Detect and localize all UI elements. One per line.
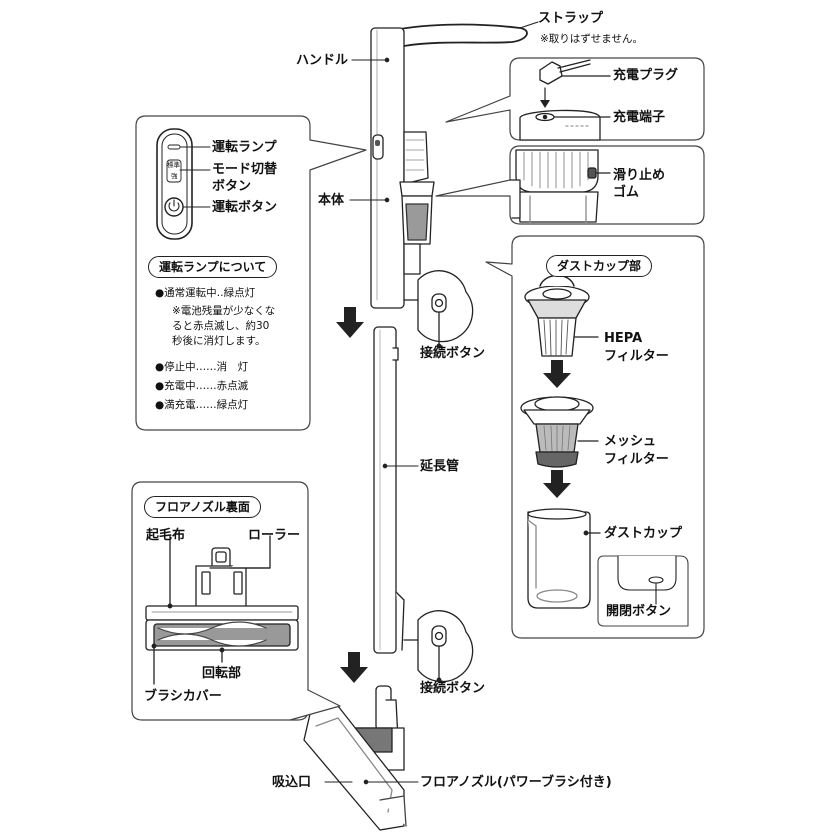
extension-pipe	[373, 326, 405, 654]
strap-loop	[383, 23, 528, 47]
strap-label: ストラップ	[538, 11, 604, 26]
connect-button-label-2: 接続ボタン	[420, 681, 486, 696]
roller-label: ローラー	[248, 528, 301, 543]
dust-cup	[527, 508, 601, 609]
strong-mode-text: 強	[171, 172, 178, 180]
nonslip-rubber-label-2: ゴム	[613, 185, 640, 200]
nap-cloth-label: 起毛布	[146, 528, 186, 543]
connect-button-callout	[403, 270, 474, 349]
brush-cover-label: ブラシカバー	[144, 689, 222, 704]
hepa-filter	[524, 274, 599, 357]
extension-pipe-label: 延長管	[420, 459, 460, 474]
op-button-label: 運転ボタン	[212, 200, 278, 215]
status-normal: ●通常運転中‥緑点灯	[155, 287, 256, 299]
dust-cup-label: ダストカップ	[604, 526, 683, 541]
nozzle-underside	[145, 535, 299, 685]
charge-plug-label: 充電プラグ	[613, 68, 679, 83]
floor-nozzle-label: フロアノズル(パワーブラシ付き)	[420, 775, 612, 790]
strap-note: ※取りはずせません。	[540, 33, 643, 45]
suction-port-label: 吸込口	[272, 775, 312, 790]
hepa-label-2: フィルター	[604, 349, 669, 364]
down-arrow-icon	[340, 652, 368, 683]
status-note-3: 秒後に消灯します。	[172, 335, 266, 347]
open-close-button-label: 開閉ボタン	[606, 604, 672, 619]
down-arrow-icon	[543, 360, 571, 388]
status-charging: ●充電中‥‥‥赤点滅	[155, 380, 249, 392]
status-stopped: ●停止中‥‥‥消 灯	[155, 361, 249, 373]
body-label: 本体	[318, 193, 345, 208]
mode-button-label-1: モード切替	[212, 162, 278, 177]
down-arrow-icon	[543, 470, 571, 498]
mesh-filter	[520, 396, 599, 468]
nozzle-back-section-title: フロアノズル裏面	[144, 496, 261, 518]
dust-unit-top	[509, 149, 611, 223]
hepa-label-1: HEPA	[604, 331, 643, 346]
standard-mode-text: 標準	[167, 161, 180, 169]
charge-terminal-label: 充電端子	[613, 110, 666, 125]
op-lamp-label: 運転ランプ	[212, 140, 277, 155]
mode-button-label-2: ボタン	[212, 179, 252, 194]
nonslip-rubber-label-1: 滑り止め	[613, 168, 666, 183]
status-note-2: ると赤点滅し、約30	[172, 320, 270, 332]
dust-cup-section-title: ダストカップ部	[546, 255, 653, 277]
open-close-button-inset	[597, 555, 689, 627]
charge-plug	[519, 59, 611, 141]
floor-nozzle	[303, 685, 407, 831]
status-full: ●満充電‥‥‥緑点灯	[155, 399, 249, 411]
main-body-unit	[370, 27, 435, 309]
leader-lines	[324, 21, 539, 785]
connect-button-label-1: 接続ボタン	[420, 346, 486, 361]
mesh-label-1: メッシュ	[604, 434, 657, 449]
down-arrow-icon	[336, 307, 364, 338]
rotating-part-label: 回転部	[202, 666, 242, 681]
connect-button-callout	[403, 610, 474, 683]
handle-label: ハンドル	[296, 53, 349, 68]
mesh-label-2: フィルター	[604, 452, 669, 467]
lamp-section-title: 運転ランプについて	[148, 256, 278, 278]
status-note-1: ※電池残量が少なくな	[172, 305, 276, 317]
control-panel	[156, 128, 211, 240]
